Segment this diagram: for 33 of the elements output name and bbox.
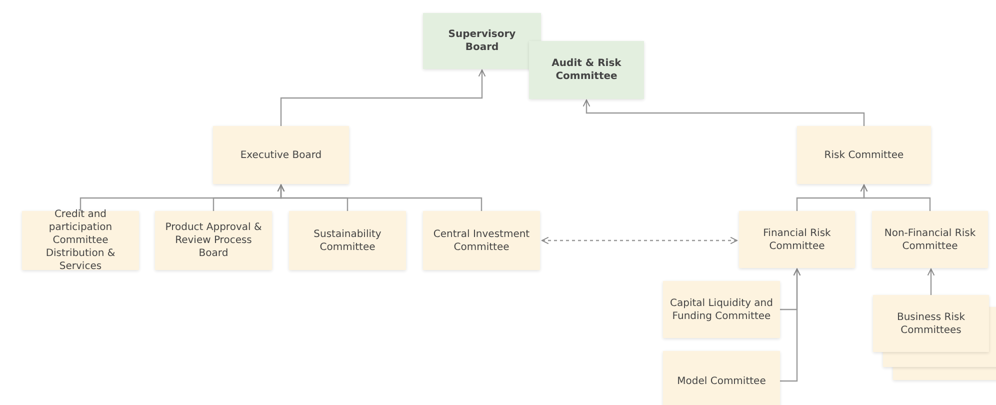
committee-name: Product Approval & Review Process Board xyxy=(164,221,263,260)
connector-arrow xyxy=(582,100,865,126)
committee-box xyxy=(423,13,541,69)
connector-arrow xyxy=(277,184,482,211)
committee-name: Capital Liquidity and Funding Committee xyxy=(669,296,774,322)
connector-arrow xyxy=(280,70,486,126)
connector-arrow xyxy=(780,268,801,382)
committee-box xyxy=(22,211,139,270)
committee-name: Executive Board xyxy=(240,148,322,162)
committee-box xyxy=(663,281,780,338)
committee-box xyxy=(873,295,989,352)
committee-name: Risk Committee xyxy=(824,148,904,162)
connector-arrow xyxy=(860,184,931,211)
committee-box xyxy=(663,351,780,405)
connector-arrow xyxy=(927,268,935,295)
committee-box xyxy=(739,211,855,268)
committee-box xyxy=(213,126,349,184)
committee-name: Central Investment Committee xyxy=(432,228,531,254)
committee-name: Credit and participation Committee Distribution & Services xyxy=(44,208,116,273)
committee-box xyxy=(155,211,272,270)
committee-box xyxy=(797,126,931,184)
committee-name: Audit & Risk Committee xyxy=(550,57,622,83)
connector-arrow xyxy=(542,236,738,244)
committee-box xyxy=(423,211,540,270)
committee-name: Financial Risk Committee xyxy=(762,226,832,252)
committee-box xyxy=(872,211,988,268)
committee-name: Business Risk Committees xyxy=(896,310,966,336)
committee-name: Supervisory Board xyxy=(447,28,517,54)
committee-name: Sustainability Committee xyxy=(312,228,382,254)
committee-name: Non-Financial Risk Committee xyxy=(883,226,977,252)
committee-box xyxy=(289,211,406,270)
committee-name: Model Committee xyxy=(677,374,766,388)
committee-box xyxy=(529,41,644,99)
